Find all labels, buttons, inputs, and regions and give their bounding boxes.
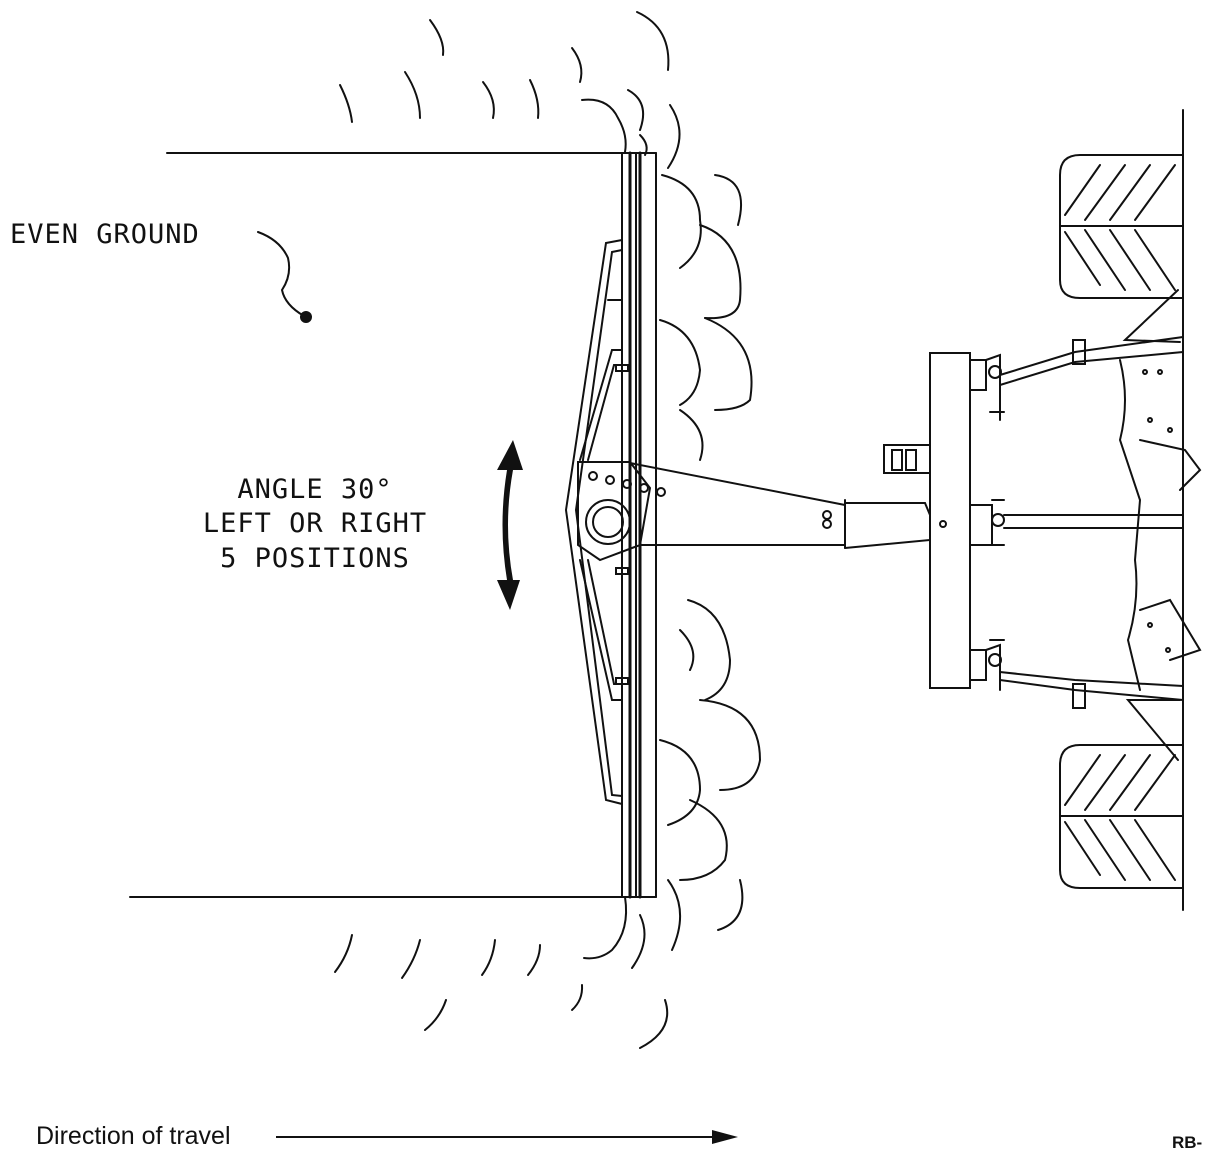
even-ground-label: EVEN GROUND bbox=[10, 219, 200, 250]
ground-leader-dot bbox=[300, 311, 312, 323]
tire-bottom bbox=[1059, 744, 1184, 889]
lift-arms bbox=[999, 336, 1184, 709]
angle-label-line1: ANGLE 30° bbox=[237, 474, 393, 505]
moldboard bbox=[621, 151, 657, 899]
tractor-body bbox=[1118, 109, 1202, 911]
angle-indicator-arrow-icon bbox=[497, 440, 523, 610]
blade-frame bbox=[564, 239, 629, 805]
figure-code-label: RB- bbox=[1172, 1133, 1203, 1152]
hitch-frame bbox=[883, 352, 1005, 691]
direction-of-travel-label: Direction of travel bbox=[36, 1122, 231, 1150]
angle-label-line3: 5 POSITIONS bbox=[220, 543, 410, 574]
soil-spill-bottom bbox=[334, 599, 762, 1049]
tire-top bbox=[1059, 154, 1184, 299]
ground-leader-line bbox=[257, 231, 305, 317]
angle-label-line2: LEFT OR RIGHT bbox=[202, 508, 428, 539]
main-beam bbox=[629, 462, 947, 549]
travel-arrow-icon bbox=[276, 1130, 738, 1144]
soil-spill-top bbox=[339, 11, 753, 461]
